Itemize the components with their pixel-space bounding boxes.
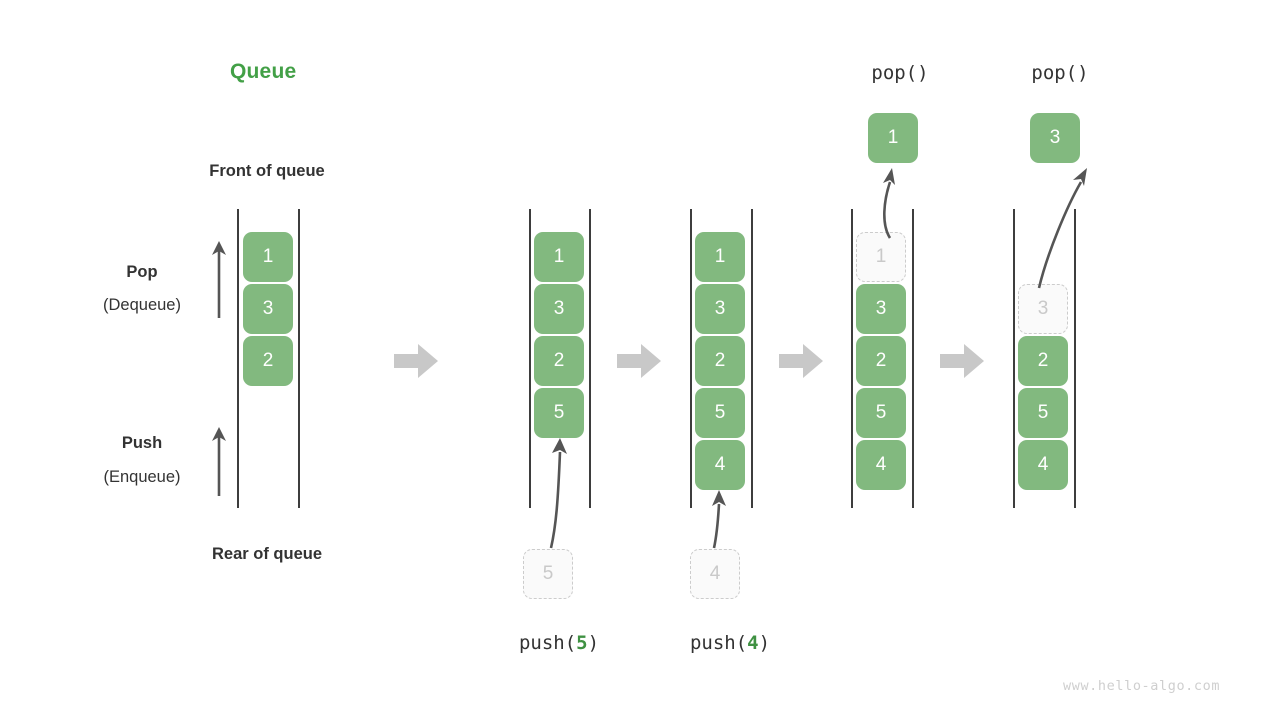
queue-rail-right-stage4 [912, 209, 914, 508]
push-label-line1: Push [121, 434, 163, 452]
queue-cell: 3 [695, 284, 745, 334]
incoming-ghost-cell: 4 [690, 549, 740, 599]
queue-rail-right-stage5 [1074, 209, 1076, 508]
queue-cell: 4 [856, 440, 906, 490]
queue-cell: 2 [695, 336, 745, 386]
queue-rail-right-stage2 [589, 209, 591, 508]
queue-cell: 1 [534, 232, 584, 282]
queue-rail-right-stage1 [298, 209, 300, 508]
push-into-queue-arrow-icon [549, 438, 567, 549]
flow-arrow-icon [394, 344, 438, 378]
queue-rail-left-stage3 [690, 209, 692, 508]
push-label-line2: (Enqueue) [103, 468, 181, 486]
queue-rail-left-stage4 [851, 209, 853, 508]
push-4-value: 4 [747, 632, 759, 654]
queue-cell: 5 [1018, 388, 1068, 438]
pop-out-arrow-icon [1037, 168, 1087, 289]
pop-2-caption: pop() [1031, 62, 1089, 84]
queue-cell: 5 [856, 388, 906, 438]
push-4-prefix: push( [689, 632, 748, 654]
push-4-caption: push(4) [630, 632, 830, 654]
flow-arrow-icon [617, 344, 661, 378]
queue-cell: 2 [1018, 336, 1068, 386]
flow-arrow-icon [779, 344, 823, 378]
queue-cell: 3 [534, 284, 584, 334]
popped-cell: 1 [868, 113, 918, 163]
flow-arrow-icon [940, 344, 984, 378]
pop-out-arrow-icon [883, 168, 895, 239]
watermark: www.hello-algo.com [1063, 678, 1221, 694]
queue-rail-left-stage5 [1013, 209, 1015, 508]
pop-label-line1: Pop [126, 263, 158, 281]
push-into-queue-arrow-icon [712, 490, 726, 549]
queue-cell: 5 [695, 388, 745, 438]
push-4-suffix: ) [758, 632, 771, 654]
queue-cell: 3 [243, 284, 293, 334]
queue-cell: 1 [695, 232, 745, 282]
front-of-queue-label: Front of queue [209, 162, 325, 180]
queue-cell: 1 [243, 232, 293, 282]
vacated-ghost-cell: 1 [856, 232, 906, 282]
push-5-value: 5 [576, 632, 588, 654]
pop-label-line2: (Dequeue) [103, 296, 181, 314]
push-5-prefix: push( [518, 632, 577, 654]
incoming-ghost-cell: 5 [523, 549, 573, 599]
push-direction-arrow-icon [212, 427, 226, 496]
queue-rail-right-stage3 [751, 209, 753, 508]
push-5-suffix: ) [587, 632, 600, 654]
vacated-ghost-cell: 3 [1018, 284, 1068, 334]
rear-of-queue-label: Rear of queue [211, 545, 323, 563]
popped-cell: 3 [1030, 113, 1080, 163]
pop-1-caption: pop() [871, 62, 929, 84]
queue-cell: 2 [243, 336, 293, 386]
queue-cell: 2 [856, 336, 906, 386]
push-5-caption: push(5) [459, 632, 659, 654]
queue-cell: 2 [534, 336, 584, 386]
queue-rail-left-stage1 [237, 209, 239, 508]
queue-cell: 4 [1018, 440, 1068, 490]
queue-cell: 5 [534, 388, 584, 438]
queue-rail-left-stage2 [529, 209, 531, 508]
queue-cell: 3 [856, 284, 906, 334]
page-title: Queue [230, 60, 297, 83]
pop-direction-arrow-icon [212, 241, 226, 318]
queue-cell: 4 [695, 440, 745, 490]
